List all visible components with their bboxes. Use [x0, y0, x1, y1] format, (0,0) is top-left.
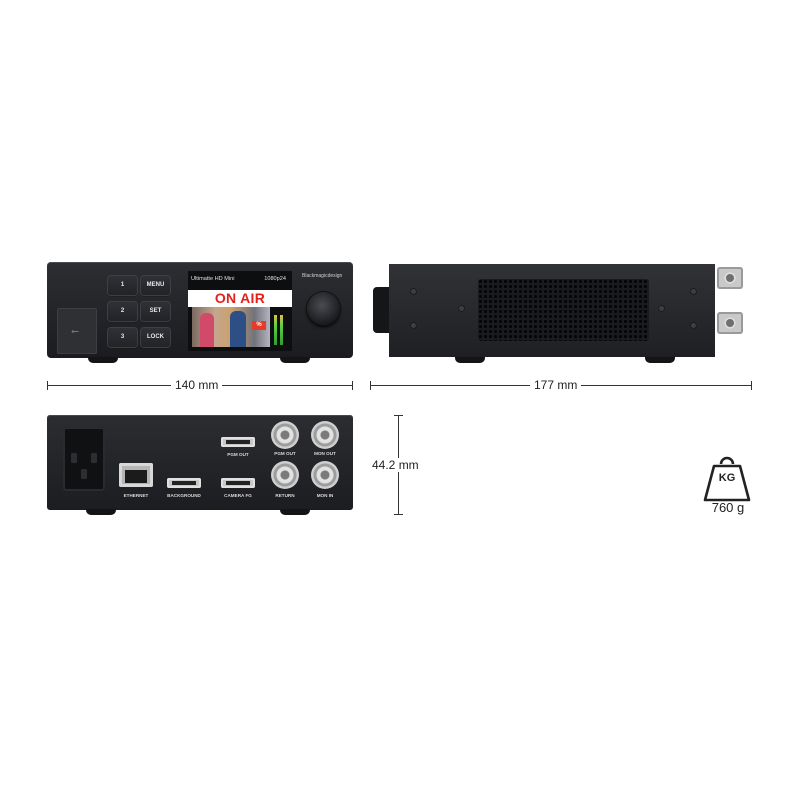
dimension-tick: [394, 415, 403, 416]
side-foot-right: [645, 357, 675, 363]
bnc-connector-side: [717, 267, 743, 289]
key-set: SET: [141, 302, 170, 321]
width-label: 140 mm: [171, 378, 223, 392]
dimension-tick: [370, 381, 371, 390]
rear-foot-right: [280, 509, 310, 515]
hdmi-background-port: [167, 478, 201, 488]
device-name: Ultimatte HD Mini: [191, 276, 235, 282]
key-lock: LOCK: [141, 328, 170, 347]
weight-icon: [703, 456, 751, 502]
dimension-tick: [47, 381, 48, 390]
bnc-mon-in: [311, 461, 339, 489]
screw: [410, 322, 417, 329]
ventilation-grille: [478, 279, 649, 341]
pgm-out-hdmi-label: PGM OUT: [227, 452, 249, 457]
key-1: 1: [108, 276, 137, 295]
presenter-right: [230, 311, 246, 347]
presenter-left: [200, 313, 214, 347]
brand-logo: Blackmagicdesign: [302, 273, 343, 279]
on-air-indicator: ON AIR: [214, 290, 266, 306]
price-tag-graphic: %: [252, 321, 266, 330]
height-label: 44.2 mm: [368, 458, 423, 472]
camera-fg-label: CAMERA FG: [224, 493, 252, 498]
power-connector: [63, 427, 105, 491]
control-knob: [307, 292, 340, 325]
video-format: 1080p24: [264, 276, 286, 282]
mon-out-label: MON OUT: [314, 451, 336, 456]
key-menu: MENU: [141, 276, 170, 295]
bnc-return: [271, 461, 299, 489]
side-knob-profile: [373, 287, 389, 333]
screw: [658, 305, 665, 312]
hdmi-camera-fg-port: [221, 478, 255, 488]
return-label: RETURN: [275, 493, 295, 498]
depth-label: 177 mm: [530, 378, 582, 392]
key-3: 3: [108, 328, 137, 347]
mon-in-label: MON IN: [316, 493, 334, 498]
lcd-header: Ultimatte HD Mini 1080p24: [191, 276, 289, 286]
ethernet-label: ETHERNET: [123, 493, 149, 498]
rear-panel-view: ETHERNET BACKGROUND PGM OUT CAMERA FG PG…: [47, 415, 353, 510]
lcd-screen: Ultimatte HD Mini 1080p24 ON AIR %: [188, 271, 292, 351]
screw: [458, 305, 465, 312]
bnc-connector-side: [717, 312, 743, 334]
on-air-bar: [188, 290, 292, 307]
video-preview: %: [192, 307, 270, 347]
dimension-tick: [352, 381, 353, 390]
front-foot-left: [88, 357, 118, 363]
usb-icon: ⭠: [71, 326, 79, 337]
background-label: BACKGROUND: [167, 493, 201, 498]
audio-meter-left: [274, 315, 277, 345]
screw: [690, 322, 697, 329]
bnc-pgm-out: [271, 421, 299, 449]
side-foot-left: [455, 357, 485, 363]
screw: [690, 288, 697, 295]
usb-port-cover: ⭠: [57, 308, 97, 354]
dimension-tick: [394, 514, 403, 515]
front-panel-view: ⭠ 1 MENU 2 SET 3 LOCK Ultimatte HD Mini …: [47, 262, 353, 358]
rear-foot-left: [86, 509, 116, 515]
audio-meter-right: [280, 315, 283, 345]
bnc-mon-out: [311, 421, 339, 449]
weight-icon-label: KG: [718, 472, 736, 484]
screw: [410, 288, 417, 295]
ethernet-port: [119, 463, 153, 487]
hdmi-pgm-out-port: [221, 437, 255, 447]
key-2: 2: [108, 302, 137, 321]
front-foot-right: [280, 357, 310, 363]
weight-value: 760 g: [711, 500, 745, 515]
pgm-out-sdi-label: PGM OUT: [274, 451, 296, 456]
dimension-tick: [751, 381, 752, 390]
